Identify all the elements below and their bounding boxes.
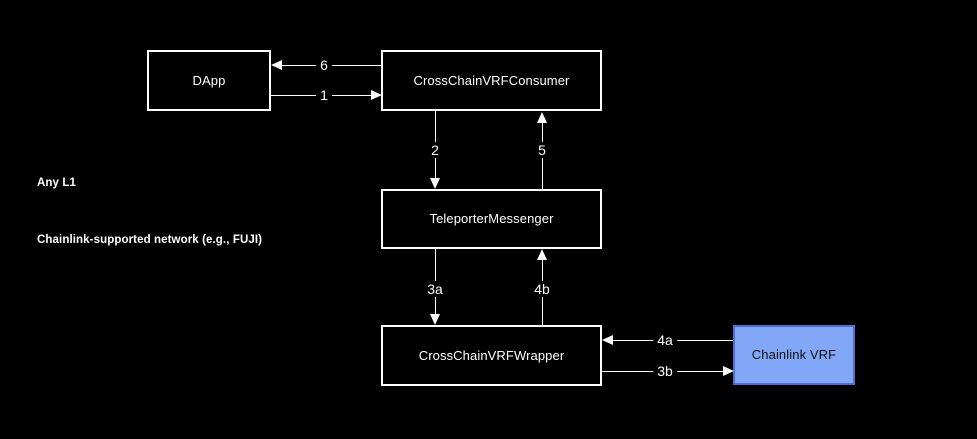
edge-4a-label: 4a [653, 332, 677, 348]
edge-6-label: 6 [316, 57, 332, 73]
edge-6-arrowhead [271, 60, 282, 70]
node-crosschainvrfwrapper[interactable]: CrossChainVRFWrapper [381, 325, 602, 386]
node-crosschainvrfconsumer[interactable]: CrossChainVRFConsumer [381, 50, 602, 111]
edge-2-arrowhead [430, 178, 440, 189]
edge-4b-arrowhead [537, 249, 547, 260]
edge-5-label: 5 [534, 142, 550, 158]
edge-1-arrowhead [371, 90, 382, 100]
edge-4a-arrowhead [602, 335, 613, 345]
node-dapp[interactable]: DApp [147, 50, 271, 111]
node-teleportermessenger[interactable]: TeleporterMessenger [381, 189, 602, 249]
edge-3a-label: 3a [423, 281, 447, 297]
zone-label-upper: Any L1 [37, 177, 76, 189]
zone-label-lower: Chainlink-supported network (e.g., FUJI) [37, 234, 263, 246]
edge-4b-label: 4b [530, 281, 554, 297]
edge-3b-label: 3b [653, 363, 677, 379]
edge-3b-arrowhead [723, 366, 734, 376]
edge-2-label: 2 [427, 142, 443, 158]
edge-3a-arrowhead [430, 314, 440, 325]
edge-5-arrowhead [537, 112, 547, 123]
edge-1-label: 1 [316, 87, 332, 103]
node-chainlink-vrf[interactable]: Chainlink VRF [733, 325, 855, 385]
